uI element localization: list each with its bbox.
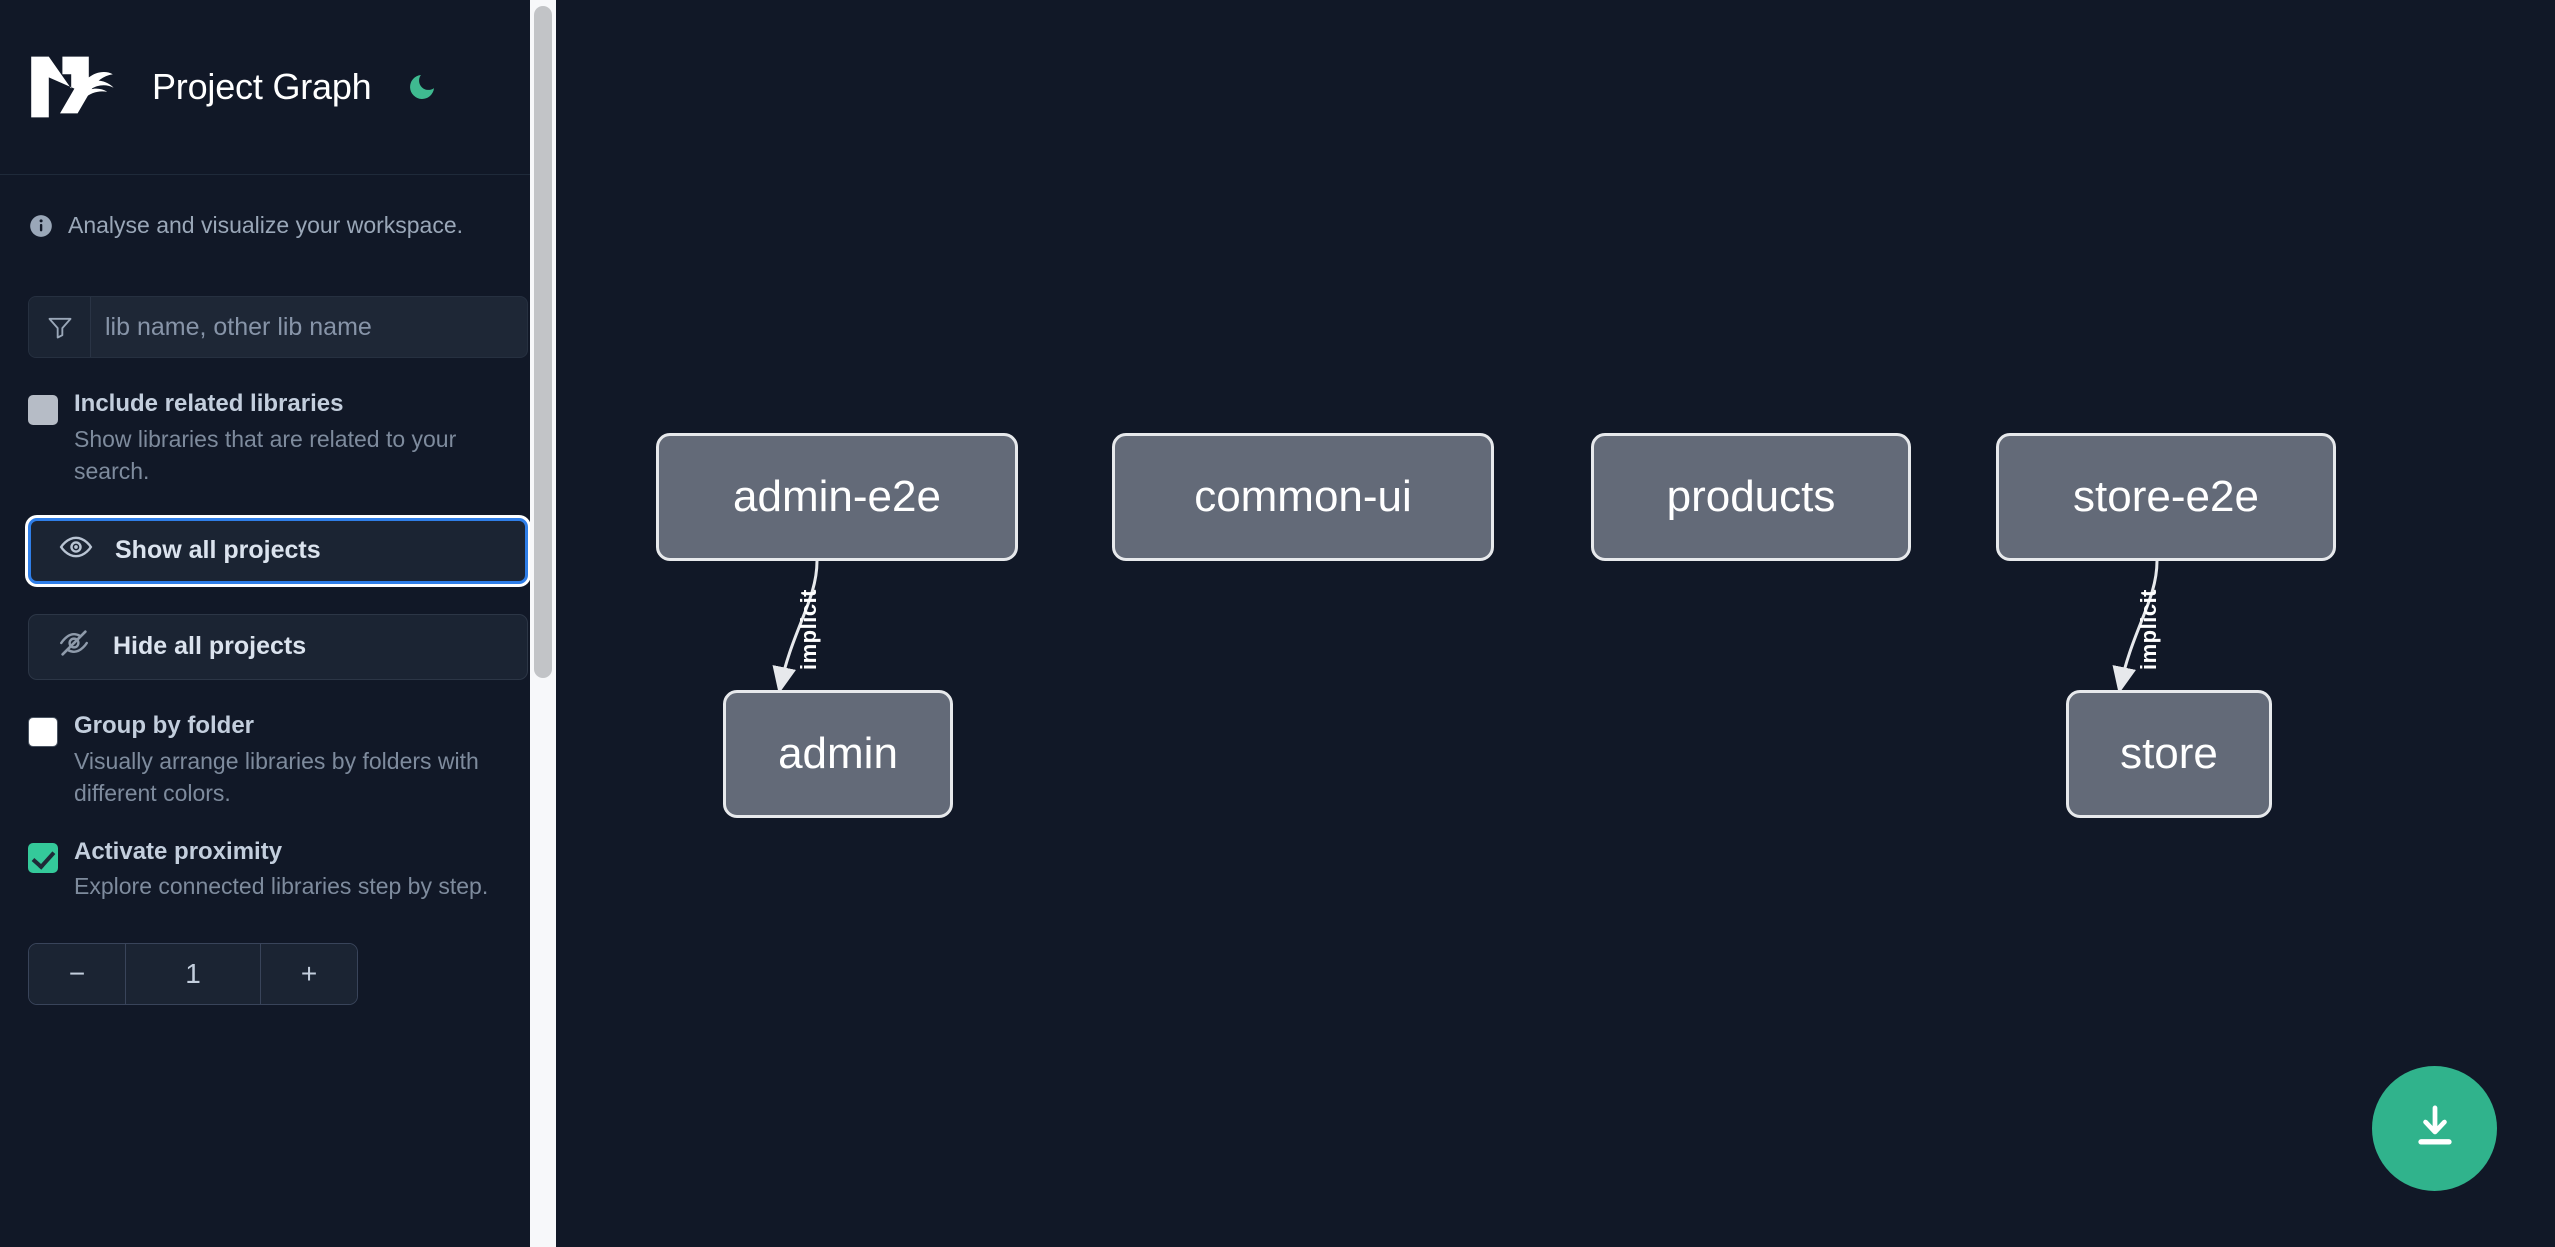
graph-node-store-e2e[interactable]: store-e2e <box>1996 433 2336 561</box>
stepper-decrement-button[interactable]: − <box>29 944 126 1005</box>
option-description: Show libraries that are related to your … <box>74 425 457 485</box>
workspace-tagline: Analyse and visualize your workspace. <box>28 212 528 239</box>
eye-icon <box>59 530 93 571</box>
graph-node-common-ui[interactable]: common-ui <box>1112 433 1494 561</box>
graph-edges <box>772 560 2159 694</box>
stepper-value: 1 <box>126 944 260 1005</box>
download-graph-button[interactable] <box>2372 1066 2497 1191</box>
option-label: Include related libraries <box>74 390 344 417</box>
graph-node-admin[interactable]: admin <box>723 690 953 818</box>
sidebar-scrollbar-thumb[interactable] <box>534 6 552 678</box>
option-label: Group by folder <box>74 711 254 739</box>
graph-canvas[interactable]: admin-e2e common-ui products store-e2e a… <box>556 0 2555 1247</box>
checkbox-activate-proximity[interactable] <box>28 842 58 873</box>
option-include-related-libraries[interactable]: Include related libraries Show libraries… <box>28 390 528 488</box>
tagline-text: Analyse and visualize your workspace. <box>68 212 464 238</box>
hide-all-projects-button[interactable]: Hide all projects <box>28 613 528 680</box>
checkbox-group-by-folder[interactable] <box>28 716 58 747</box>
option-description: Visually arrange libraries by folders wi… <box>74 747 479 807</box>
page-title: Project Graph <box>152 66 372 107</box>
search-input[interactable] <box>91 297 527 357</box>
hide-all-projects-label: Hide all projects <box>113 632 307 661</box>
info-icon <box>28 213 54 239</box>
show-all-projects-label: Show all projects <box>115 536 321 565</box>
stepper-increment-button[interactable]: + <box>260 944 357 1005</box>
search-bar <box>28 296 528 358</box>
filter-funnel-icon[interactable] <box>29 297 91 357</box>
edge-label-store-e2e-to-store: implicit <box>2136 588 2161 670</box>
nx-logo-icon <box>28 50 124 124</box>
proximity-stepper: − 1 + <box>28 943 358 1006</box>
download-icon <box>2408 1100 2462 1157</box>
option-activate-proximity[interactable]: Activate proximity Explore connected lib… <box>28 838 528 903</box>
sidebar-header: Project Graph <box>0 0 556 175</box>
sidebar: Project Graph Analyse and visualize your… <box>0 0 556 1247</box>
eye-off-icon <box>57 626 91 667</box>
show-all-projects-button[interactable]: Show all projects <box>28 517 528 584</box>
option-group-by-folder[interactable]: Group by folder Visually arrange librari… <box>28 712 528 810</box>
moon-icon[interactable] <box>402 67 442 107</box>
graph-node-store[interactable]: store <box>2066 690 2272 818</box>
option-label: Activate proximity <box>74 837 283 865</box>
sidebar-scrollbar[interactable] <box>530 0 556 1247</box>
option-description: Explore connected libraries step by step… <box>74 873 489 900</box>
checkbox-include-related-libraries[interactable] <box>28 395 58 425</box>
graph-node-products[interactable]: products <box>1591 433 1911 561</box>
sidebar-body: Analyse and visualize your workspace. In… <box>0 212 556 1006</box>
graph-node-admin-e2e[interactable]: admin-e2e <box>656 433 1018 561</box>
edge-label-admin-e2e-to-admin: implicit <box>796 588 821 670</box>
